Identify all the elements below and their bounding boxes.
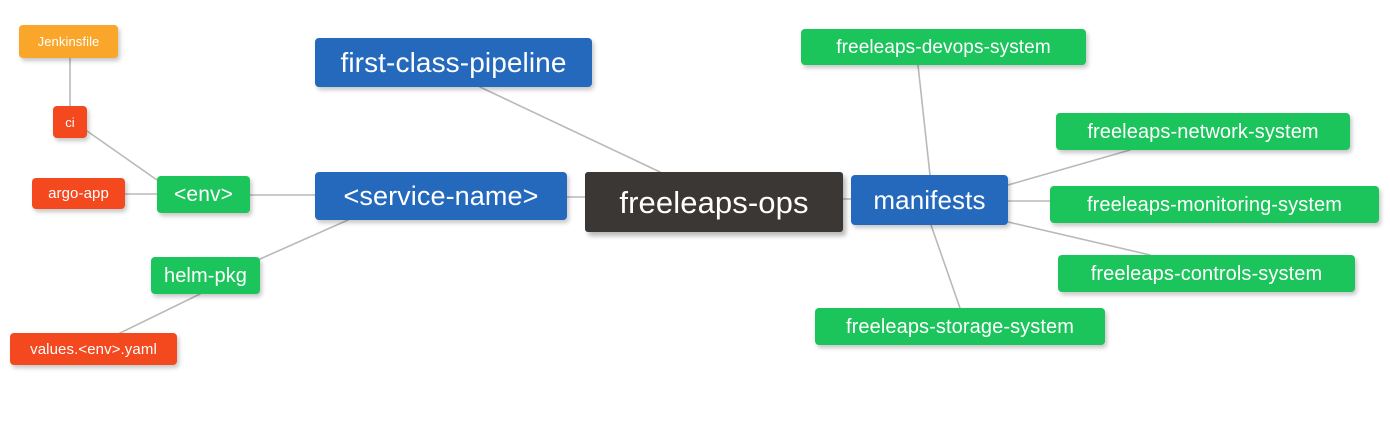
node-label: freeleaps-devops-system <box>836 36 1051 58</box>
edge-manifests-devops <box>917 64 931 176</box>
node-values-yaml[interactable]: values.<env>.yaml <box>10 333 177 365</box>
edge-manifests-storage <box>930 224 961 309</box>
node-label: first-class-pipeline <box>340 46 567 78</box>
node-label: <env> <box>174 183 233 206</box>
node-freeleaps-controls-system[interactable]: freeleaps-controls-system <box>1058 255 1355 292</box>
node-label: manifests <box>873 185 986 215</box>
node-argo-app[interactable]: argo-app <box>32 178 125 209</box>
node-label: <service-name> <box>343 180 539 211</box>
node-label: ci <box>65 114 75 130</box>
node-label: freeleaps-network-system <box>1087 120 1319 143</box>
node-label: freeleaps-storage-system <box>845 315 1075 338</box>
node-label: Jenkinsfile <box>37 34 100 49</box>
node-service-name[interactable]: <service-name> <box>315 172 567 220</box>
node-label: helm-pkg <box>163 264 248 287</box>
edge-ci-env <box>86 130 158 181</box>
node-label: freeleaps-ops <box>619 184 809 220</box>
edge-manifests-network <box>1007 149 1131 186</box>
node-helm-pkg[interactable]: helm-pkg <box>151 257 260 294</box>
node-jenkinsfile[interactable]: Jenkinsfile <box>19 25 118 58</box>
node-freeleaps-monitoring-system[interactable]: freeleaps-monitoring-system <box>1050 186 1379 223</box>
node-label: freeleaps-controls-system <box>1090 262 1323 285</box>
edge-valuesyaml-helmpkg <box>119 293 201 334</box>
node-env[interactable]: <env> <box>157 176 250 213</box>
node-freeleaps-storage-system[interactable]: freeleaps-storage-system <box>815 308 1105 345</box>
node-label: freeleaps-monitoring-system <box>1086 193 1342 216</box>
node-label: argo-app <box>48 185 109 202</box>
edge-helmpkg-servicename <box>259 219 349 260</box>
node-freeleaps-devops-system[interactable]: freeleaps-devops-system <box>801 29 1086 65</box>
edge-manifests-controls <box>1007 221 1151 256</box>
node-label: values.<env>.yaml <box>30 340 157 358</box>
node-freeleaps-ops[interactable]: freeleaps-ops <box>585 172 843 232</box>
edge-pipeline-ops <box>479 86 661 173</box>
node-manifests[interactable]: manifests <box>851 175 1008 225</box>
node-ci[interactable]: ci <box>53 106 87 138</box>
node-freeleaps-network-system[interactable]: freeleaps-network-system <box>1056 113 1350 150</box>
node-first-class-pipeline[interactable]: first-class-pipeline <box>315 38 592 87</box>
